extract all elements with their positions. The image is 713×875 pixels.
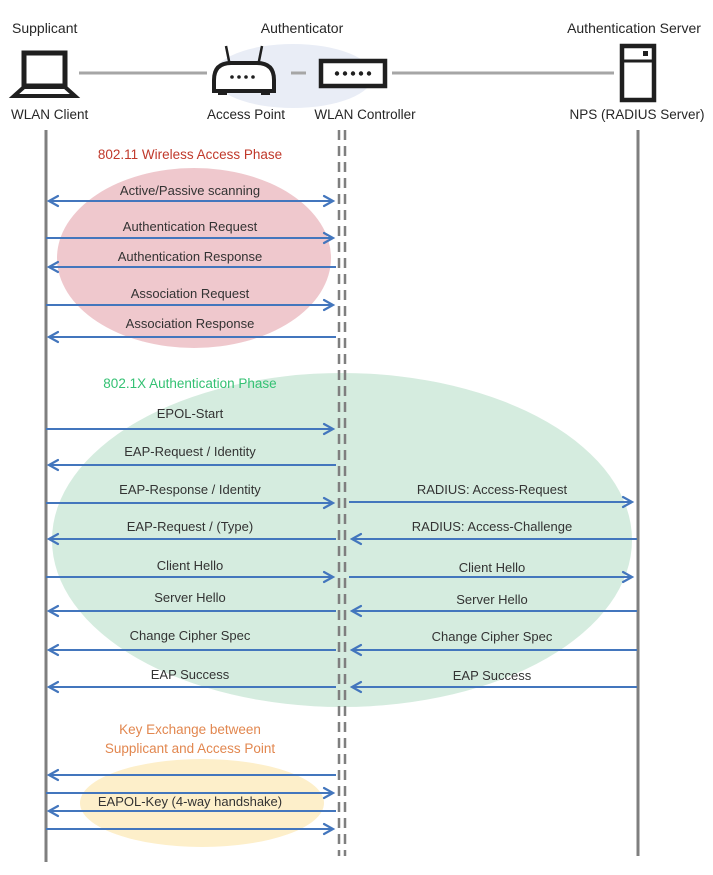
phase2-ellipse [52, 373, 632, 707]
message-label: Active/Passive scanning [119, 183, 261, 198]
device-nps: NPS (RADIUS Server) [569, 107, 705, 122]
device-access-point: Access Point [206, 107, 286, 122]
phase3-title-line1: Key Exchange between [119, 722, 261, 737]
message-label: Change Cipher Spec [431, 629, 553, 644]
message-label: Association Request [130, 286, 250, 301]
phase1-title: 802.11 Wireless Access Phase [97, 147, 283, 162]
message-label: Authentication Request [122, 219, 258, 234]
message-label: Server Hello [154, 590, 226, 605]
wlan-controller-icon [318, 58, 388, 89]
server-icon [619, 43, 657, 103]
phase2-title: 802.1X Authentication Phase [103, 376, 277, 391]
phase3-ellipse [80, 759, 324, 847]
device-wlan-controller: WLAN Controller [314, 107, 416, 122]
device-wlan-client: WLAN Client [11, 107, 89, 122]
role-authentication-server: Authentication Server [567, 20, 701, 36]
message-label: Change Cipher Spec [129, 628, 251, 643]
message-label: EAP-Response / Identity [119, 482, 261, 497]
message-label: Client Hello [156, 558, 224, 573]
message-label: Association Response [125, 316, 255, 331]
role-supplicant: Supplicant [12, 20, 78, 36]
message-label: EPOL-Start [156, 406, 224, 421]
message-label: RADIUS: Access-Request [416, 482, 568, 497]
message-label: EAPOL-Key (4-way handshake) [97, 794, 283, 809]
message-label: Authentication Response [117, 249, 263, 264]
message-label: EAP-Request / (Type) [126, 519, 254, 534]
role-authenticator: Authenticator [260, 20, 344, 36]
message-label: EAP-Request / Identity [124, 444, 256, 459]
message-label: Client Hello [458, 560, 526, 575]
message-label: EAP Success [150, 667, 230, 682]
message-label: EAP Success [452, 668, 532, 683]
access-point-icon [212, 45, 276, 95]
message-label: Server Hello [456, 592, 528, 607]
phase1-ellipse [57, 168, 331, 348]
message-label: RADIUS: Access-Challenge [411, 519, 573, 534]
laptop-icon [8, 50, 81, 98]
phase3-title-line2: Supplicant and Access Point [104, 741, 276, 756]
